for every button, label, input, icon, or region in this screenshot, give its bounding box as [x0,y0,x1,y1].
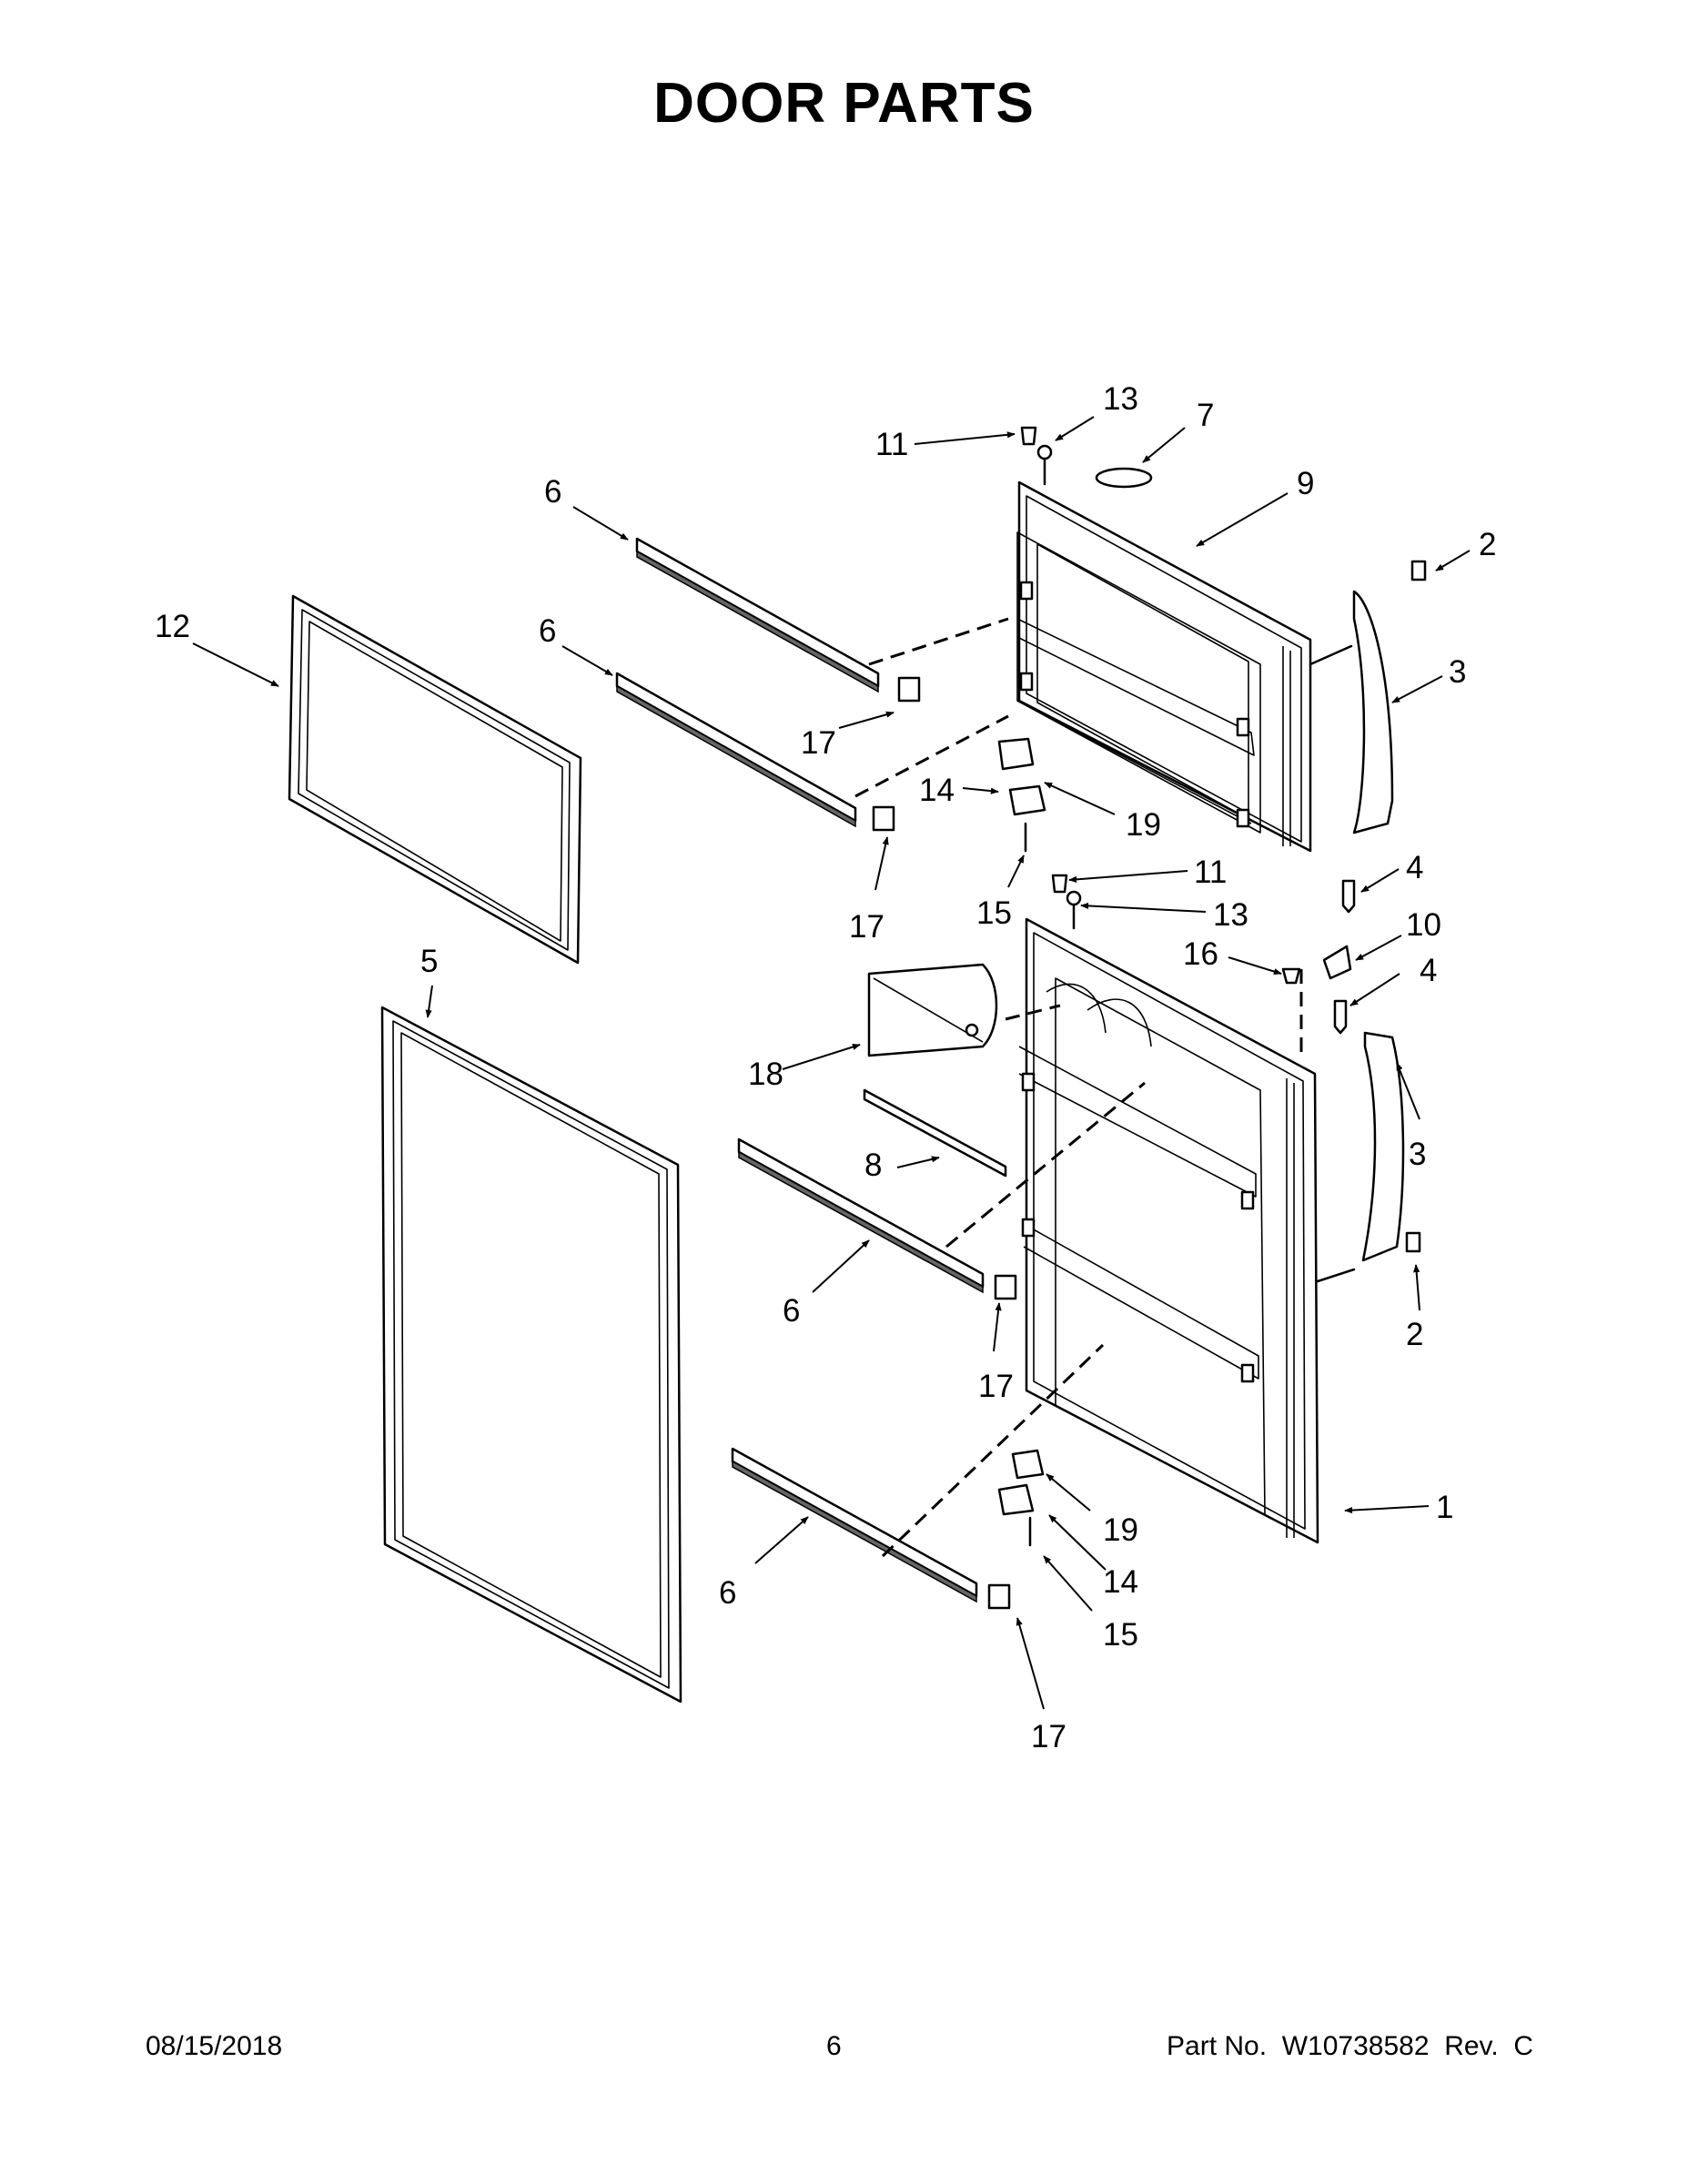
callout-15: 15 [976,895,1012,931]
callout-4: 4 [1406,850,1423,885]
footer-page-number: 6 [826,2031,842,2061]
callout-15: 15 [1103,1617,1138,1653]
callout-6: 6 [783,1293,800,1329]
fresh-food-door [1018,917,1319,1544]
callout-7: 7 [1197,398,1214,433]
callout-17: 17 [801,725,836,761]
door-hinge-bushing [1020,426,1068,894]
callout-18: 18 [748,1057,783,1092]
freezer-door [1016,480,1312,853]
handle-mounting-plug [1405,560,1427,1253]
rail-end-cap [872,676,1017,1610]
callout-8: 8 [864,1148,882,1183]
callout-3: 3 [1449,654,1466,690]
callout-11: 11 [1194,854,1227,890]
fresh-food-door-gasket [380,1006,682,1704]
freezer-door-handle [1352,590,1394,834]
callout-17: 17 [849,909,884,945]
callout-14: 14 [1103,1564,1138,1600]
door-closure-cam [1095,467,1153,489]
hinge-screw [1024,822,1032,1547]
leader-arrows [192,416,1471,1710]
shelf-rail-third [737,1138,985,1294]
hinge-bracket [997,737,1046,1516]
callout-19: 19 [1126,807,1161,843]
fresh-food-door-handle [1361,1031,1405,1262]
callout-2: 2 [1479,527,1496,562]
footer-part-number: Part No. W10738582 Rev. C [1167,2031,1533,2061]
callout-14: 14 [919,773,955,808]
callout-5: 5 [420,944,438,979]
callout-6: 6 [719,1575,736,1611]
callout-13: 13 [1103,381,1138,417]
callout-19: 19 [1103,1512,1138,1548]
callout-1: 1 [1436,1490,1453,1525]
shelf-rail-bottom [731,1447,978,1603]
hinge-cover [1322,945,1352,980]
shelf-rail-second [615,672,857,828]
callout-16: 16 [1183,936,1218,972]
callout-6: 6 [544,474,561,510]
dairy-bin [867,963,998,1057]
door-stop-cap [1281,967,1301,985]
freezer-door-gasket [288,594,582,965]
callout-9: 9 [1297,466,1314,501]
page-title: DOOR PARTS [653,72,1035,135]
callout-12: 12 [155,609,190,644]
assembly-lines [854,617,1356,1558]
hinge-pin-screw [1036,444,1082,930]
shelf-rail-top [635,537,880,693]
callout-6: 6 [539,613,556,649]
callout-17: 17 [1031,1719,1066,1754]
callout-11: 11 [875,427,908,462]
callout-13: 13 [1213,897,1248,933]
callout-17: 17 [978,1369,1014,1404]
callout-4: 4 [1420,953,1437,988]
dairy-trim [863,1088,1007,1178]
callout-3: 3 [1409,1137,1426,1172]
handle-screw [1333,879,1356,1035]
callout-2: 2 [1406,1317,1423,1352]
callout-labels: 1 2 2 3 3 4 4 5 6 6 6 6 7 8 9 10 11 11 1… [155,381,1496,1754]
footer-date: 08/15/2018 [146,2031,283,2061]
callout-10: 10 [1406,907,1441,943]
